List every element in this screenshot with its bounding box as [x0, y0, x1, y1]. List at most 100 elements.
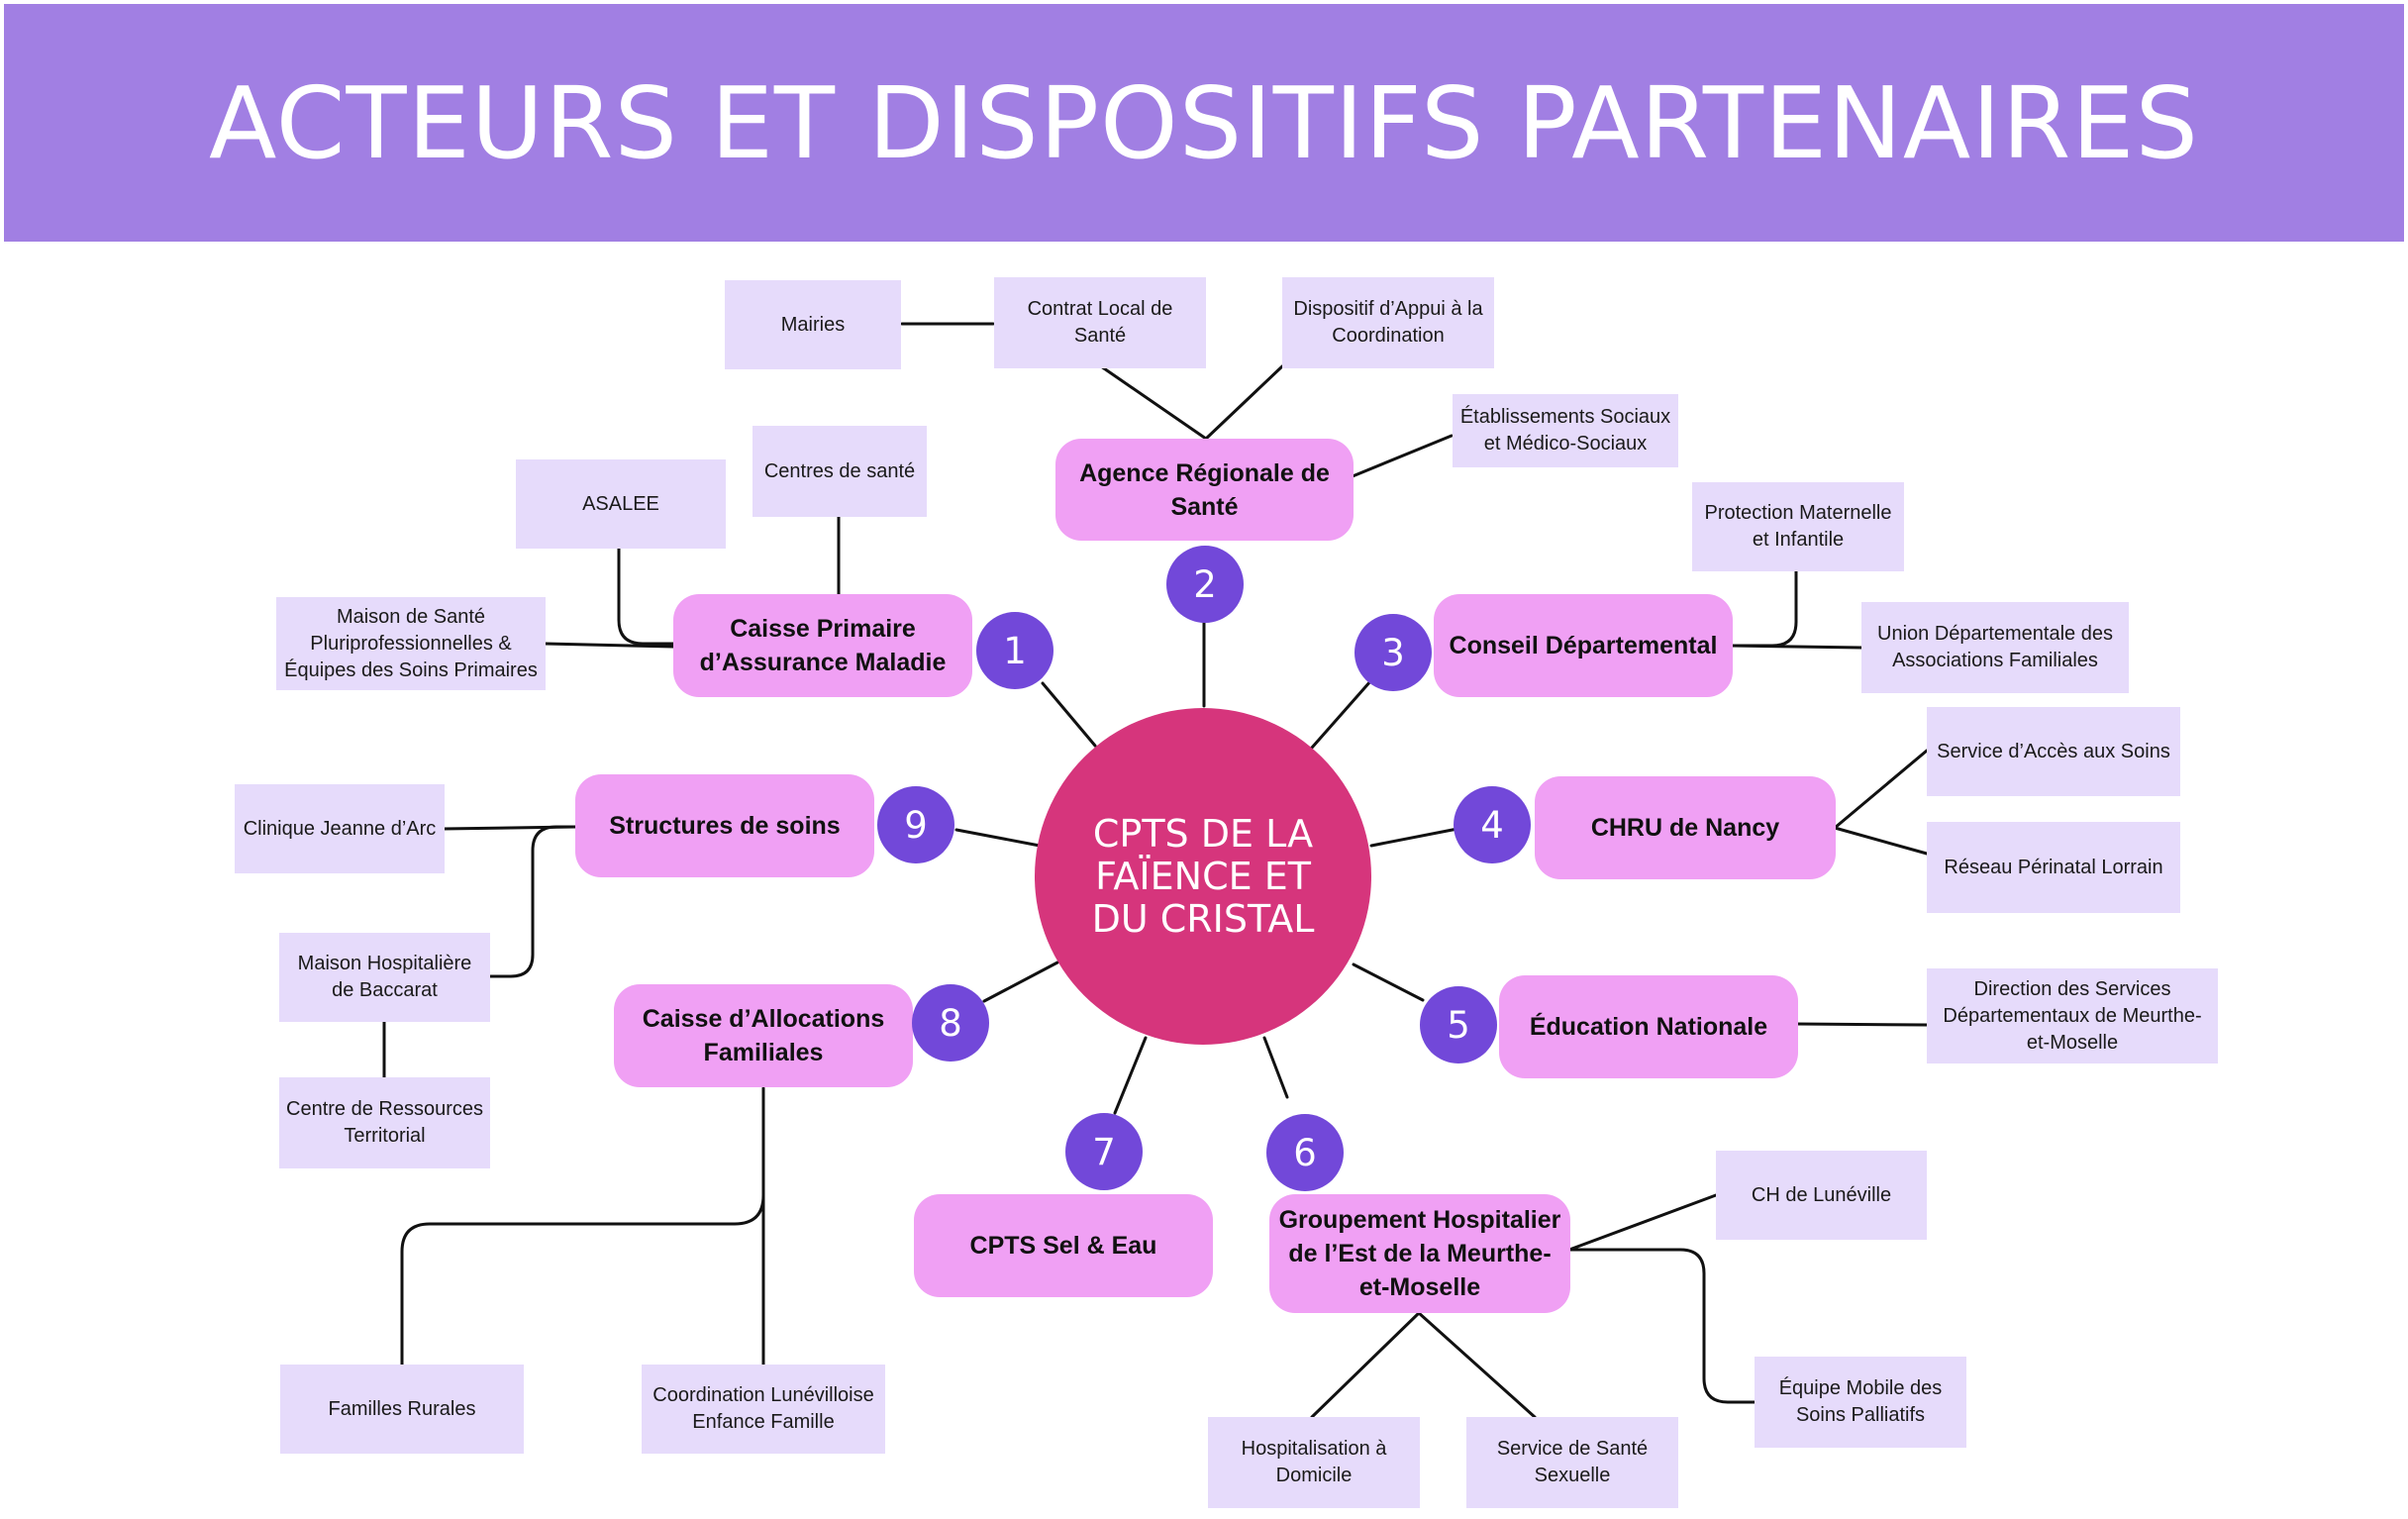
partner-contrat-local-sante[interactable]: Contrat Local de Santé — [994, 277, 1206, 368]
hub-cpts-sel-eau-number: 7 — [1092, 1130, 1116, 1173]
hub-cd-number: 3 — [1381, 631, 1405, 674]
hub-caf-label: Caisse d’Allocations Familiales — [642, 1005, 885, 1066]
partner-reseau-perinatal-label: Réseau Périnatal Lorrain — [1944, 856, 2163, 878]
hub-ghemm-number: 6 — [1293, 1131, 1317, 1174]
hub-cd-label: Conseil Départemental — [1449, 632, 1718, 659]
hub-education-number-badge: 5 — [1420, 986, 1497, 1063]
connector-5 — [1352, 962, 1425, 1002]
hub-ars[interactable]: Agence Régionale de Santé — [1055, 439, 1354, 541]
partner-sante-sexuelle-label: Service de Santé Sexuelle — [1496, 1438, 1649, 1486]
partner-clef[interactable]: Coordination Lunévilloise Enfance Famill… — [642, 1365, 885, 1454]
hub-structures-soins-label: Structures de soins — [609, 812, 841, 840]
hub-caf[interactable]: Caisse d’Allocations Familiales — [614, 984, 913, 1087]
partner-had-label: Hospitalisation à Domicile — [1241, 1438, 1387, 1486]
hub-ars-label: Agence Régionale de Santé — [1079, 458, 1330, 521]
hub-cpam-number: 1 — [1003, 629, 1027, 672]
header-banner: ACTEURS ET DISPOSITIFS PARTENAIRES — [4, 4, 2404, 242]
partner-esms-label: Établissements Sociaux et Médico-Sociaux — [1459, 406, 1671, 455]
hub-caf-number-badge: 8 — [912, 984, 989, 1062]
partner-udaf[interactable]: Union Départementale des Associations Fa… — [1861, 602, 2129, 693]
connector-8 — [982, 961, 1059, 1003]
partner-dsden[interactable]: Direction des Services Départementaux de… — [1927, 968, 2218, 1063]
hub-chru-label: CHRU de Nancy — [1590, 814, 1780, 842]
partner-clinique-jeanne-arc-label: Clinique Jeanne d’Arc — [243, 817, 437, 840]
connector-6-chl — [1567, 1193, 1718, 1252]
connector-6 — [1262, 1036, 1289, 1099]
partner-dsden-label: Direction des Services Départementaux de… — [1943, 977, 2202, 1054]
partner-had[interactable]: Hospitalisation à Domicile — [1208, 1417, 1420, 1508]
partner-centres-sante[interactable]: Centres de santé — [752, 426, 927, 517]
partner-sas[interactable]: Service d’Accès aux Soins — [1927, 707, 2180, 796]
partner-crt[interactable]: Centre de Ressources Territorial — [279, 1077, 490, 1168]
connector-6-had-sss — [1310, 1311, 1537, 1419]
partner-reseau-perinatal[interactable]: Réseau Périnatal Lorrain — [1927, 822, 2180, 913]
hub-education-label: Éducation Nationale — [1529, 1013, 1768, 1041]
hub-cpam-number-badge: 1 — [976, 612, 1054, 689]
partner-asalee-label: ASALEE — [582, 492, 659, 515]
hub-ghemm-number-badge: 6 — [1266, 1114, 1344, 1191]
connector-1 — [1041, 681, 1097, 748]
hub-cpts-sel-eau-number-badge: 7 — [1065, 1113, 1143, 1190]
partner-contrat-local-sante-label: Contrat Local de Santé — [1027, 298, 1173, 347]
hub-chru-number: 4 — [1480, 803, 1504, 847]
connector-5-dsden — [1794, 1022, 1929, 1027]
connector-9 — [954, 828, 1042, 848]
hub-chru-number-badge: 4 — [1454, 786, 1531, 863]
hub-education-number: 5 — [1447, 1003, 1470, 1047]
hub-caf-number: 8 — [939, 1001, 962, 1045]
partner-dac[interactable]: Dispositif d’Appui à la Coordination — [1282, 277, 1494, 368]
hub-cd-number-badge: 3 — [1354, 614, 1432, 691]
partner-baccarat[interactable]: Maison Hospitalière de Baccarat — [279, 933, 490, 1022]
hub-structures-soins-number: 9 — [904, 803, 928, 847]
connector-1-msp — [544, 642, 675, 649]
connector-9-baccarat — [488, 825, 577, 978]
hub-ars-number: 2 — [1193, 562, 1217, 606]
partner-msp[interactable]: Maison de Santé Pluriprofessionnelles & … — [276, 597, 546, 690]
hub-structures-soins-number-badge: 9 — [877, 786, 954, 863]
hub-structures-soins[interactable]: Structures de soins — [575, 774, 874, 877]
connector-7 — [1113, 1036, 1148, 1115]
hub-cpts-sel-eau-label: CPTS Sel & Eau — [969, 1232, 1157, 1260]
hub-cpam[interactable]: Caisse Primaire d’Assurance Maladie — [673, 594, 972, 697]
partner-clinique-jeanne-arc[interactable]: Clinique Jeanne d’Arc — [235, 784, 445, 873]
hub-ghemm-label: Groupement Hospitalier de l’Est de la Me… — [1278, 1206, 1561, 1301]
partner-mairies[interactable]: Mairies — [725, 280, 901, 369]
partner-asalee[interactable]: ASALEE — [516, 459, 726, 549]
connector-6-emsp — [1567, 1248, 1756, 1404]
partner-ch-luneville-label: CH de Lunéville — [1751, 1183, 1892, 1206]
connector-2-cls — [1099, 364, 1284, 441]
page-title: ACTEURS ET DISPOSITIFS PARTENAIRES — [209, 64, 2199, 181]
partner-dac-label: Dispositif d’Appui à la Coordination — [1293, 298, 1483, 347]
partner-clef-label: Coordination Lunévilloise Enfance Famill… — [652, 1384, 874, 1433]
partner-esms[interactable]: Établissements Sociaux et Médico-Sociaux — [1453, 394, 1678, 467]
connector-1-asalee — [617, 546, 675, 646]
partner-mairies-label: Mairies — [780, 313, 846, 336]
center-node[interactable]: CPTS DE LA FAÏENCE ET DU CRISTAL — [1035, 708, 1371, 1045]
partner-udaf-label: Union Départementale des Associations Fa… — [1877, 623, 2113, 671]
connector-3 — [1310, 678, 1373, 750]
connector-3-udaf — [1729, 644, 1863, 650]
partner-baccarat-label: Maison Hospitalière de Baccarat — [297, 953, 472, 1001]
partner-centres-sante-label: Centres de santé — [763, 459, 916, 482]
partner-pmi[interactable]: Protection Maternelle et Infantile — [1692, 482, 1904, 571]
hub-chru-nancy[interactable]: CHRU de Nancy — [1535, 776, 1836, 879]
partner-emsp-label: Équipe Mobile des Soins Palliatifs — [1778, 1377, 1943, 1426]
partner-pmi-label: Protection Maternelle et Infantile — [1704, 502, 1892, 551]
partner-familles-rurales[interactable]: Familles Rurales — [280, 1365, 524, 1454]
hub-conseil-departemental[interactable]: Conseil Départemental — [1434, 594, 1733, 697]
connector-8-partners — [400, 1086, 765, 1367]
hub-education-nationale[interactable]: Éducation Nationale — [1499, 975, 1798, 1078]
connector-4 — [1369, 827, 1459, 848]
partner-crt-label: Centre de Ressources Territorial — [286, 1098, 483, 1147]
connector-3-pmi — [1729, 569, 1798, 648]
partner-familles-rurales-label: Familles Rurales — [328, 1397, 476, 1420]
connector-2-esms — [1351, 434, 1454, 478]
hub-cpts-sel-eau[interactable]: CPTS Sel & Eau — [914, 1194, 1213, 1297]
hub-ghemm[interactable]: Groupement Hospitalier de l’Est de la Me… — [1269, 1194, 1570, 1313]
partner-ch-luneville[interactable]: CH de Lunéville — [1716, 1151, 1927, 1240]
connector-4-partners — [1833, 749, 1929, 856]
partner-msp-label: Maison de Santé Pluriprofessionnelles & … — [284, 605, 538, 681]
partner-emsp[interactable]: Équipe Mobile des Soins Palliatifs — [1755, 1357, 1966, 1448]
partner-sante-sexuelle[interactable]: Service de Santé Sexuelle — [1466, 1417, 1678, 1508]
